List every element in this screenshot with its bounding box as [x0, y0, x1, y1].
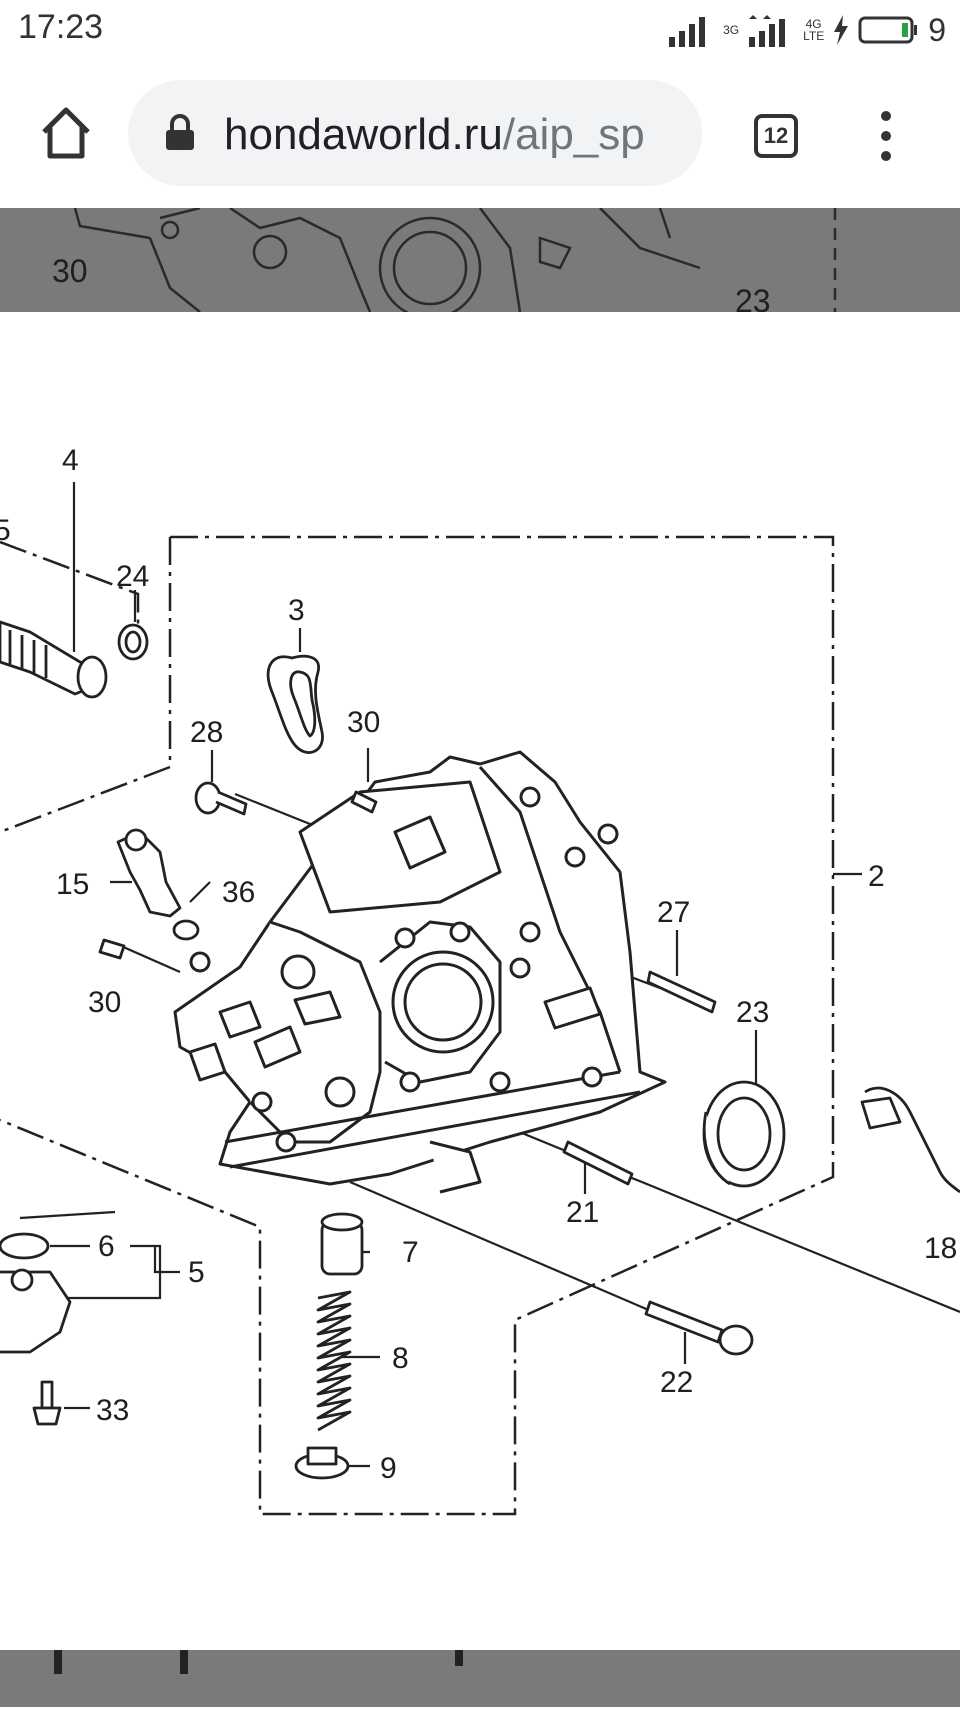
callout-18: 18: [924, 1232, 957, 1265]
callout-24: 24: [116, 560, 149, 593]
url-domain: hondaworld.ru: [224, 110, 503, 159]
network-type-top: 4G: [805, 17, 822, 31]
callout-5-left: 5: [0, 514, 11, 547]
browser-toolbar: hondaworld.ru/aip_sp 12: [0, 70, 960, 200]
tab-count: 12: [763, 123, 789, 148]
callout-21: 21: [566, 1196, 599, 1229]
status-bar: 17:23 3G 4G LTE 9: [0, 0, 960, 60]
callout-33: 33: [96, 1394, 129, 1427]
url-path: /aip_sp: [502, 110, 645, 159]
diagram-preview-bottom: [54, 1650, 463, 1674]
callout-23: 23: [736, 996, 769, 1029]
callout-15: 15: [56, 868, 89, 901]
status-time: 17:23: [18, 8, 104, 46]
callout-9: 9: [380, 1452, 397, 1485]
assembly-boundary-lines: [0, 535, 835, 1516]
page-content: 30 23: [0, 206, 960, 1707]
callout-7: 7: [402, 1236, 419, 1269]
callout-6: 6: [98, 1230, 115, 1263]
network-type-label: 4G LTE: [803, 18, 824, 42]
network-type-label: 3G: [723, 23, 740, 37]
lock-icon: [166, 114, 194, 150]
callout-30-low: 30: [88, 986, 121, 1019]
home-icon: [42, 107, 90, 159]
callout-23-top: 23: [735, 283, 771, 312]
callout-27: 27: [657, 896, 690, 929]
signal-icon: [669, 17, 706, 47]
home-button[interactable]: [34, 102, 98, 166]
tab-switcher-button[interactable]: 12: [754, 114, 798, 158]
header-image-strip: 30 23: [0, 206, 960, 320]
network-type-bottom: LTE: [803, 29, 825, 43]
small-parts: [0, 620, 960, 1480]
footer-image-strip: [0, 1650, 960, 1707]
callout-8: 8: [392, 1342, 409, 1375]
callout-5: 5: [188, 1256, 205, 1289]
status-icons: 3G 4G LTE 9: [667, 10, 946, 50]
charging-icon: [834, 15, 849, 45]
url-bar[interactable]: hondaworld.ru/aip_sp: [128, 80, 702, 186]
callout-36: 36: [222, 876, 255, 909]
battery-level: 9: [928, 11, 946, 48]
diagram-preview-top: 30 23: [52, 206, 837, 320]
callout-3: 3: [288, 594, 305, 627]
callout-30-mid: 30: [347, 706, 380, 739]
oil-pump-parts-diagram: 4 5 24 3 28 30 2 15 36 30 27 23 21 18 6 …: [0, 444, 960, 1516]
callout-2: 2: [868, 860, 885, 893]
signal-icon: [749, 15, 786, 47]
more-vertical-icon: [881, 111, 891, 161]
url-text: hondaworld.ru/aip_sp: [224, 110, 645, 160]
oil-pump-body: [173, 750, 667, 1194]
battery-icon: [858, 16, 918, 44]
callout-22: 22: [660, 1366, 693, 1399]
callout-4: 4: [62, 444, 79, 477]
overflow-menu-button[interactable]: [866, 110, 906, 162]
callout-30-top: 30: [52, 253, 88, 289]
callout-28: 28: [190, 716, 223, 749]
